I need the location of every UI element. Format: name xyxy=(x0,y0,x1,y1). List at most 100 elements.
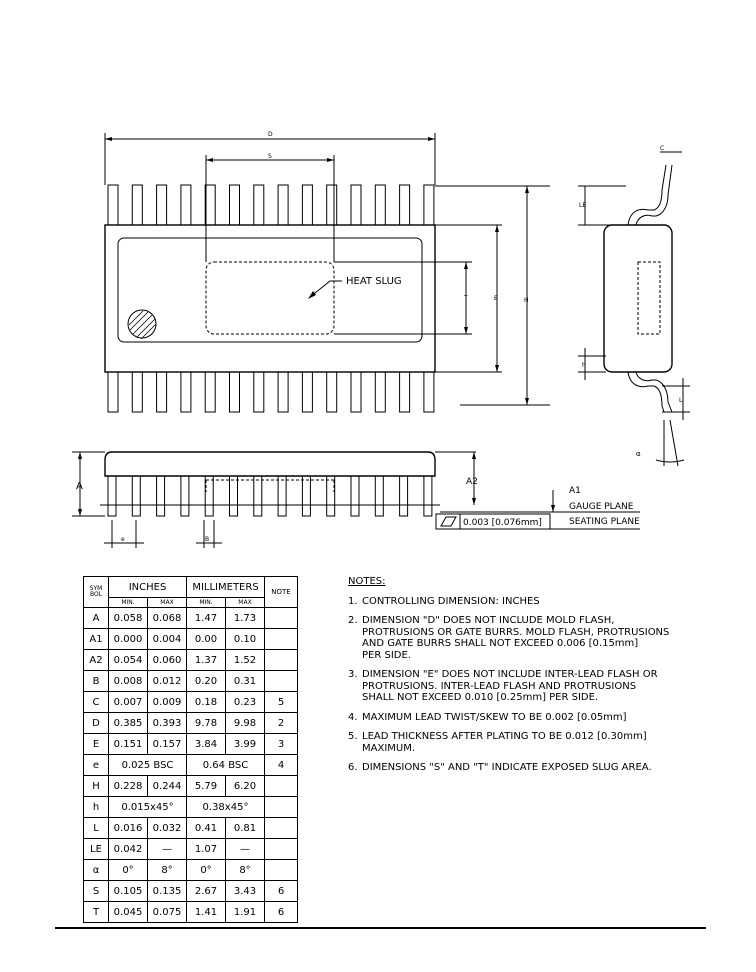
lead xyxy=(277,475,287,517)
package-body-inner xyxy=(117,237,423,343)
label-L: L xyxy=(679,397,683,404)
lead xyxy=(374,184,386,226)
label-LE: LE xyxy=(579,202,586,209)
table-cell: D xyxy=(83,712,109,734)
table-cell xyxy=(264,817,298,839)
inches-min-header: MIN. xyxy=(108,597,148,608)
table-cell: 0.012 xyxy=(147,670,187,692)
table-cell: 3 xyxy=(264,733,298,755)
table-cell: 6 xyxy=(264,880,298,902)
table-cell: 1.41 xyxy=(186,901,226,923)
footer-rule xyxy=(55,927,706,929)
mm-min-header: MIN. xyxy=(186,597,226,608)
lead xyxy=(350,184,362,226)
lead xyxy=(107,184,119,226)
table-cell: S xyxy=(83,880,109,902)
table-cell: 0.23 xyxy=(225,691,265,713)
lead xyxy=(350,475,360,517)
table-cell: 0.10 xyxy=(225,628,265,650)
lead xyxy=(204,475,214,517)
table-cell: 3.43 xyxy=(225,880,265,902)
table-cell: e xyxy=(83,754,109,776)
mm-max-header: MAX xyxy=(225,597,265,608)
table-cell: 0.042 xyxy=(108,838,148,860)
table-cell: 0.151 xyxy=(108,733,148,755)
note-item: 5.LEAD THICKNESS AFTER PLATING TO BE 0.0… xyxy=(348,731,647,754)
table-cell: 0.20 xyxy=(186,670,226,692)
lead xyxy=(301,371,313,413)
table-cell: 0.38x45° xyxy=(186,796,265,818)
table-cell: 0.385 xyxy=(108,712,148,734)
table-cell: L xyxy=(83,817,109,839)
top-leads xyxy=(107,184,435,226)
lead xyxy=(180,184,192,226)
lead xyxy=(229,184,240,226)
lead xyxy=(326,475,336,517)
package-body xyxy=(104,224,436,373)
lead xyxy=(301,184,313,226)
note-item: 6.DIMENSIONS "S" AND "T" INDICATE EXPOSE… xyxy=(348,762,652,773)
lead xyxy=(326,184,338,226)
lead xyxy=(277,184,289,226)
lead xyxy=(229,475,238,517)
table-cell: 0.244 xyxy=(147,775,187,797)
table-cell: 3.99 xyxy=(225,733,265,755)
side-view-leads xyxy=(107,475,433,517)
table-cell: — xyxy=(225,838,265,860)
lead xyxy=(399,371,411,413)
table-cell: 0° xyxy=(186,859,226,881)
label-e: e xyxy=(121,536,125,543)
side-view: A A2 A1 GAUGE PLANE SEATING PLANE 0.003 … xyxy=(72,451,640,548)
table-cell: LE xyxy=(83,838,109,860)
top-view: D S T E H HEAT SLUG xyxy=(104,131,550,413)
table-cell: A1 xyxy=(83,628,109,650)
table-cell: 2 xyxy=(264,712,298,734)
heat-slug-outline xyxy=(205,261,335,335)
lead xyxy=(374,475,384,517)
table-cell: 9.78 xyxy=(186,712,226,734)
lead xyxy=(399,184,411,226)
lead xyxy=(180,371,192,413)
table-cell xyxy=(264,838,298,860)
table-cell: 0.64 BSC xyxy=(186,754,265,776)
lead xyxy=(326,371,338,413)
lead xyxy=(156,475,166,517)
table-cell: 1.91 xyxy=(225,901,265,923)
table-cell: 4 xyxy=(264,754,298,776)
note-header: NOTE xyxy=(264,576,298,608)
table-cell: 0.009 xyxy=(147,691,187,713)
lead xyxy=(131,371,143,413)
flatness-tolerance-box xyxy=(435,513,551,530)
label-D: D xyxy=(268,131,273,138)
lead xyxy=(156,184,168,226)
table-cell: — xyxy=(147,838,187,860)
label-T: T xyxy=(463,295,468,302)
note-item: 3.DIMENSION "E" DOES NOT INCLUDE INTER-L… xyxy=(348,669,658,703)
table-cell: E xyxy=(83,733,109,755)
lead xyxy=(180,475,190,517)
table-cell: 0.31 xyxy=(225,670,265,692)
label-alpha: α xyxy=(636,450,641,458)
lead xyxy=(107,371,119,413)
label-B: B xyxy=(205,536,209,543)
label-h: h xyxy=(582,362,586,369)
table-cell xyxy=(264,859,298,881)
note-item: 4.MAXIMUM LEAD TWIST/SKEW TO BE 0.002 [0… xyxy=(348,711,627,723)
table-cell: A xyxy=(83,607,109,629)
table-cell: 6.20 xyxy=(225,775,265,797)
lead xyxy=(131,475,141,517)
symbol-column-header: SYM BOL xyxy=(83,576,109,608)
table-cell xyxy=(264,670,298,692)
flatness-icon xyxy=(440,516,457,527)
table-cell: 0.00 xyxy=(186,628,226,650)
